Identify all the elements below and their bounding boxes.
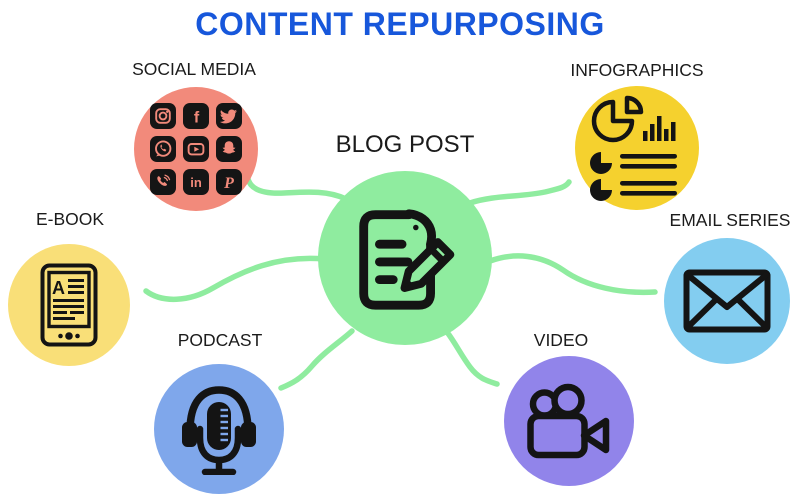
camera-body (527, 412, 588, 459)
envelope-fold-left (687, 297, 719, 328)
connector-ebook (143, 255, 327, 303)
whatsapp-icon (150, 136, 176, 162)
node-label-blog-post: BLOG POST (335, 131, 475, 158)
microphone-capsule (207, 402, 231, 450)
envelope-flap (686, 273, 768, 310)
instagram-icon (150, 103, 176, 129)
connector-email-series (487, 253, 658, 296)
headphone-cup-left (182, 422, 197, 447)
node-label-social-media: SOCIAL MEDIA (132, 59, 256, 79)
pie-list-row-1 (590, 152, 677, 174)
node-label-podcast: PODCAST (177, 330, 263, 350)
node-circle-blog-post (318, 171, 492, 345)
ereader-tablet-icon: A (40, 263, 98, 347)
video-camera-icon (527, 383, 610, 459)
connector-infographics (467, 179, 572, 206)
diagram-title: CONTENT REPURPOSING (195, 6, 605, 42)
linkedin-glyph: in (190, 175, 202, 190)
pie-list-row-2 (590, 179, 677, 201)
connector-social-media (245, 176, 349, 202)
curl-dot (413, 224, 419, 231)
document-outline (359, 210, 435, 310)
ereader-screen (47, 270, 91, 329)
microphone-headphones-icon (182, 386, 256, 475)
node-label-ebook: E-BOOK (35, 209, 105, 229)
youtube-icon (183, 136, 209, 162)
node-circle-infographics (575, 86, 699, 210)
snapchat-icon (216, 136, 242, 162)
linkedin-icon: in (183, 169, 209, 195)
ereader-buttons (58, 332, 80, 340)
bar-chart-icon (643, 116, 676, 141)
microphone-grill (220, 408, 228, 442)
camera-reel-right (551, 383, 585, 418)
viber-phone-icon (150, 169, 176, 195)
pencil-icon (400, 238, 455, 292)
node-circle-ebook: A (8, 244, 130, 366)
document-pencil-icon (359, 209, 455, 310)
facebook-icon: f (183, 103, 209, 129)
ereader-text-lines (53, 279, 84, 320)
pie-chart-icon (591, 99, 635, 143)
node-label-infographics: INFOGRAPHICS (570, 60, 704, 80)
headphone-cup-right (241, 422, 256, 447)
camera-lens (580, 417, 610, 454)
pinterest-icon: P (216, 169, 242, 195)
pie-slice-icon (624, 95, 644, 115)
twitter-icon (216, 103, 242, 129)
page-curl (404, 209, 437, 249)
headphone-band (186, 386, 252, 435)
pinterest-glyph: P (223, 175, 234, 192)
node-circle-podcast (154, 364, 284, 494)
node-label-email-series: EMAIL SERIES (669, 210, 791, 230)
envelope-fold-right (735, 297, 767, 328)
social-apps-grid-icon: f (150, 103, 242, 195)
node-circle-social-media: f (134, 87, 258, 211)
connector-video (444, 329, 500, 387)
facebook-glyph: f (194, 110, 200, 127)
node-circle-email-series (664, 238, 790, 364)
node-circle-video (504, 356, 634, 486)
node-label-video: VIDEO (533, 330, 589, 350)
charts-infographic-icon (590, 95, 677, 201)
ereader-letter: A (52, 278, 65, 298)
connector-podcast (278, 328, 355, 391)
envelope-icon (683, 269, 771, 333)
